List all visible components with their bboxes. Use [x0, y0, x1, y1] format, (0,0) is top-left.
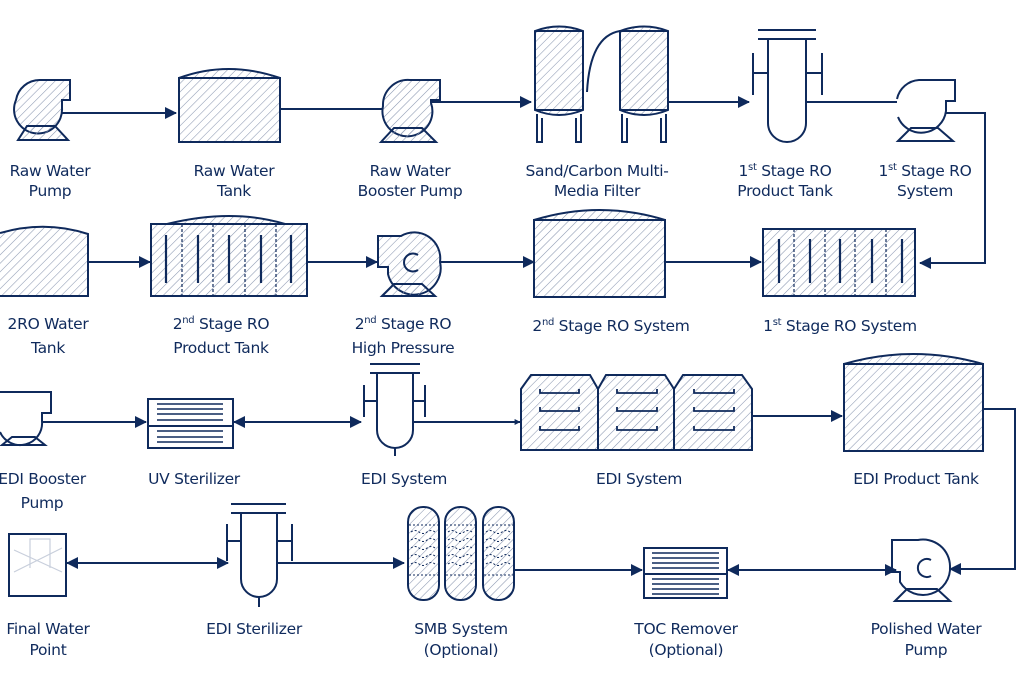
pipe-pump-to-first-stage-ro-system — [919, 112, 986, 269]
label-second-stage-ro-system: 2nd Stage RO System — [532, 317, 690, 335]
label-uv-sterilizer: UV Sterilizer — [148, 470, 240, 488]
edi-product-tank-symbol[interactable] — [843, 353, 984, 452]
raw-water-booster-pump-symbol[interactable] — [378, 78, 441, 143]
label-raw-water-booster-pump: Raw Water Booster Pump — [357, 162, 463, 200]
label-smb-system: SMB System (Optional) — [414, 620, 508, 659]
first-stage-ro-system-pump-symbol[interactable] — [895, 79, 956, 142]
raw-water-pump-symbol[interactable] — [13, 78, 71, 141]
second-stage-ro-product-tank-symbol[interactable] — [150, 215, 308, 297]
raw-water-tank-symbol[interactable] — [178, 68, 281, 143]
label-raw-water-pump: Raw Water Pump — [9, 162, 91, 200]
label-second-stage-ro-product-tank: 2nd Stage RO Product Tank — [172, 315, 270, 357]
label-sand-carbon-filter: Sand/Carbon Multi- Media Filter — [525, 162, 669, 200]
label-2ro-water-tank: 2RO Water Tank — [7, 315, 89, 357]
label-second-stage-ro-high-pressure: 2nd Stage RO High Pressure — [351, 315, 455, 357]
polished-water-pump-symbol[interactable] — [891, 538, 953, 602]
label-raw-water-tank: Raw Water Tank — [193, 162, 275, 200]
label-edi-system-stack: EDI System — [595, 470, 683, 488]
label-first-stage-ro-system: 1st Stage RO System — [763, 317, 917, 335]
label-edi-product-tank: EDI Product Tank — [853, 470, 979, 488]
label-edi-sterilizer: EDI Sterilizer — [206, 620, 302, 638]
uv-sterilizer-symbol[interactable] — [147, 398, 234, 449]
edi-booster-pump-symbol[interactable] — [0, 391, 52, 446]
second-stage-ro-system-symbol[interactable] — [533, 209, 666, 298]
2ro-water-tank-symbol[interactable] — [0, 225, 89, 297]
second-stage-ro-high-pressure-symbol[interactable] — [377, 231, 442, 297]
edi-system-filter-symbol[interactable] — [363, 363, 426, 456]
label-edi-booster-pump: EDI Booster Pump — [0, 470, 86, 512]
smb-system-symbol[interactable] — [407, 506, 515, 601]
pipe-edi-tank-to-polished-pump — [949, 408, 1016, 575]
label-toc-remover: TOC Remover (Optional) — [634, 620, 738, 659]
first-stage-ro-product-tank-symbol[interactable] — [752, 29, 823, 143]
edi-sterilizer-symbol[interactable] — [226, 503, 293, 607]
label-edi-system-filter: EDI System — [360, 470, 448, 488]
sand-carbon-filter-symbol[interactable] — [534, 25, 669, 143]
first-stage-ro-system-symbol[interactable] — [762, 228, 916, 297]
edi-system-stack-symbol[interactable] — [520, 374, 753, 451]
label-first-stage-ro-system-pump: 1st Stage RO System — [878, 162, 972, 200]
label-final-water-point: Final Water Point — [6, 620, 90, 659]
final-water-point-symbol[interactable] — [8, 533, 67, 597]
label-first-stage-ro-product-tank: 1st Stage RO Product Tank — [737, 162, 833, 200]
toc-remover-symbol[interactable] — [643, 547, 728, 599]
label-polished-water-pump: Polished Water Pump — [870, 620, 982, 659]
